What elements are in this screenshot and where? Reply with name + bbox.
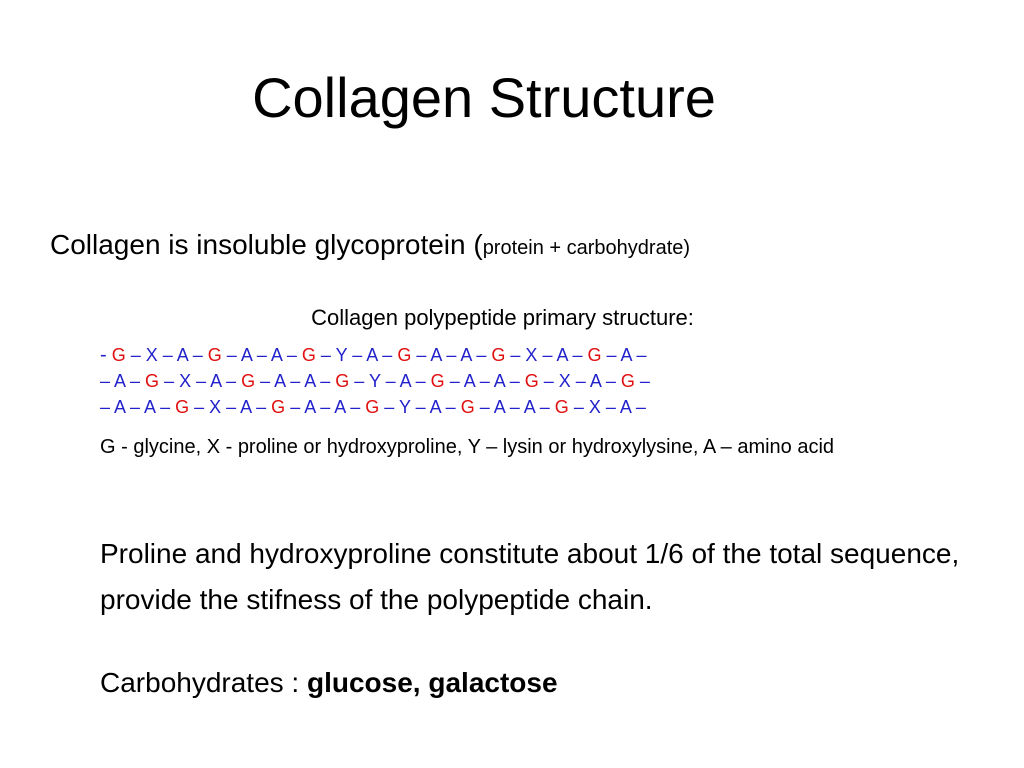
glycine-residue: G xyxy=(145,371,160,391)
sequence-segment: – A – xyxy=(601,345,647,365)
sequence-segment: – A – A – xyxy=(255,371,336,391)
primary-structure-heading: Collagen polypeptide primary structure: xyxy=(311,305,694,330)
glycine-residue: G xyxy=(460,397,475,417)
glycine-residue: G xyxy=(620,371,635,391)
sequence-segment: – A – A – xyxy=(285,397,366,417)
proline-paragraph: Proline and hydroxyproline constitute ab… xyxy=(100,538,960,615)
sequence-segment: – A – A – xyxy=(474,397,555,417)
sequence-line-1: - G – X – A – G – A – A – G – Y – A – G … xyxy=(100,342,1000,368)
sequence-segment: – X – A – xyxy=(125,345,208,365)
glycine-residue: G xyxy=(554,397,569,417)
intro-main: Collagen is insoluble glycoprotein ( xyxy=(50,229,483,260)
glycine-residue: G xyxy=(271,397,286,417)
glycine-residue: G xyxy=(587,345,602,365)
glycine-residue: G xyxy=(524,371,539,391)
glycine-residue: G xyxy=(397,345,412,365)
sequence-line-2: – A – G – X – A – G – A – A – G – Y – A … xyxy=(100,368,1000,394)
sequence-block: - G – X – A – G – A – A – G – Y – A – G … xyxy=(100,342,1000,420)
sequence-segment: – A – A – xyxy=(444,371,525,391)
sequence-segment: – Y – A – xyxy=(315,345,398,365)
sequence-segment: – X – A – xyxy=(568,397,646,417)
sequence-line-3: – A – A – G – X – A – G – A – A – G – Y … xyxy=(100,394,1000,420)
intro-small: protein + carbohydrate) xyxy=(482,237,691,259)
glycine-residue: G xyxy=(111,345,126,365)
sequence-segment: – A – A – xyxy=(411,345,492,365)
sequence-segment: – X – A – xyxy=(505,345,588,365)
sequence-segment: – Y – A – xyxy=(349,371,431,391)
carbohydrates-value: glucose, galactose xyxy=(307,667,558,698)
sequence-segment: – X – A – xyxy=(189,397,272,417)
sequence-segment: – A – A – xyxy=(221,345,302,365)
sequence-segment: – A – A – xyxy=(100,397,176,417)
sequence-segment: – X – A – xyxy=(538,371,621,391)
sequence-segment: – Y – A – xyxy=(379,397,461,417)
glycine-residue: G xyxy=(301,345,316,365)
glycine-residue: G xyxy=(365,397,380,417)
sequence-lead: - xyxy=(100,344,107,366)
sequence-segment: – xyxy=(634,371,650,391)
glycine-residue: G xyxy=(175,397,190,417)
sequence-segment: – A – xyxy=(100,371,146,391)
slide-title: Collagen Structure xyxy=(252,66,716,129)
glycine-residue: G xyxy=(491,345,506,365)
glycine-residue: G xyxy=(241,371,256,391)
glycine-residue: G xyxy=(430,371,445,391)
glycine-residue: G xyxy=(335,371,350,391)
glycine-residue: G xyxy=(207,345,222,365)
intro-text: Collagen is insoluble glycoprotein (prot… xyxy=(50,226,690,267)
carbohydrates-line: Carbohydrates : glucose, galactose xyxy=(100,664,558,702)
sequence-legend: G - glycine, X - proline or hydroxyproli… xyxy=(100,436,835,458)
sequence-segment: – X – A – xyxy=(159,371,242,391)
carbohydrates-label: Carbohydrates : xyxy=(100,667,307,698)
